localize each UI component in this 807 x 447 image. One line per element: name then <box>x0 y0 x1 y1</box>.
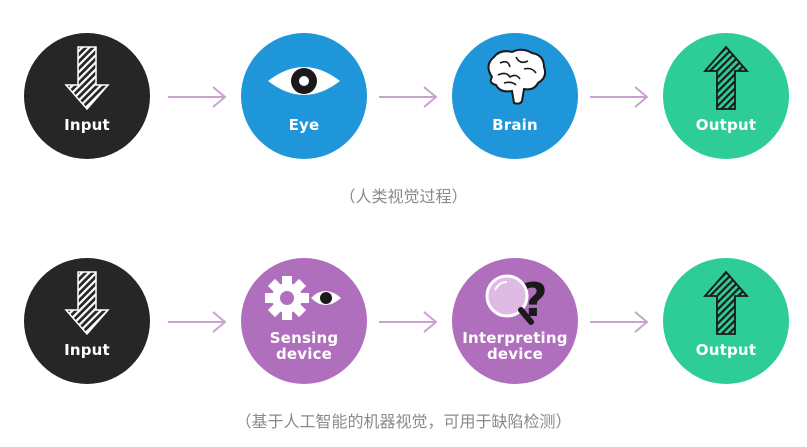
brain-icon <box>487 48 547 105</box>
eye-node: Eye <box>241 33 367 159</box>
input-label: Input <box>64 341 110 359</box>
input-node: Input <box>24 258 150 384</box>
flow-arrow-icon <box>168 311 227 333</box>
output-label: Output <box>695 341 757 359</box>
eye-icon <box>268 67 340 95</box>
brain-label: Brain <box>492 116 538 134</box>
magnifier-question-icon: ? <box>485 273 548 326</box>
down-arrow-icon <box>64 46 110 111</box>
flow-arrow-icon <box>168 86 227 108</box>
machine-process-row: Input Sens <box>0 258 807 388</box>
sensing-device-node: Sensing device <box>241 258 367 384</box>
output-node: Output <box>663 33 789 159</box>
sensing-device-label: Sensing device <box>269 329 339 363</box>
machine-process-caption: （基于人工智能的机器视觉，可用于缺陷检测） <box>235 412 572 431</box>
gear-eye-icon <box>265 276 341 320</box>
eye-label: Eye <box>288 116 320 134</box>
up-arrow-icon <box>703 270 749 335</box>
down-arrow-icon <box>64 271 110 336</box>
input-node: Input <box>24 33 150 159</box>
interpreting-device-label: Interpreting device <box>462 329 568 363</box>
human-process-caption: （人类视觉过程） <box>339 187 468 206</box>
flow-arrow-icon <box>379 311 438 333</box>
output-node: Output <box>663 258 789 384</box>
output-label: Output <box>695 116 757 134</box>
human-process-row: Input Eye Brain <box>0 33 807 163</box>
up-arrow-icon <box>703 45 749 110</box>
flow-arrow-icon <box>379 86 438 108</box>
input-label: Input <box>64 116 110 134</box>
brain-node: Brain <box>452 33 578 159</box>
flow-arrow-icon <box>590 86 649 108</box>
flow-arrow-icon <box>590 311 649 333</box>
interpreting-device-node: ? Interpreting device <box>452 258 578 384</box>
